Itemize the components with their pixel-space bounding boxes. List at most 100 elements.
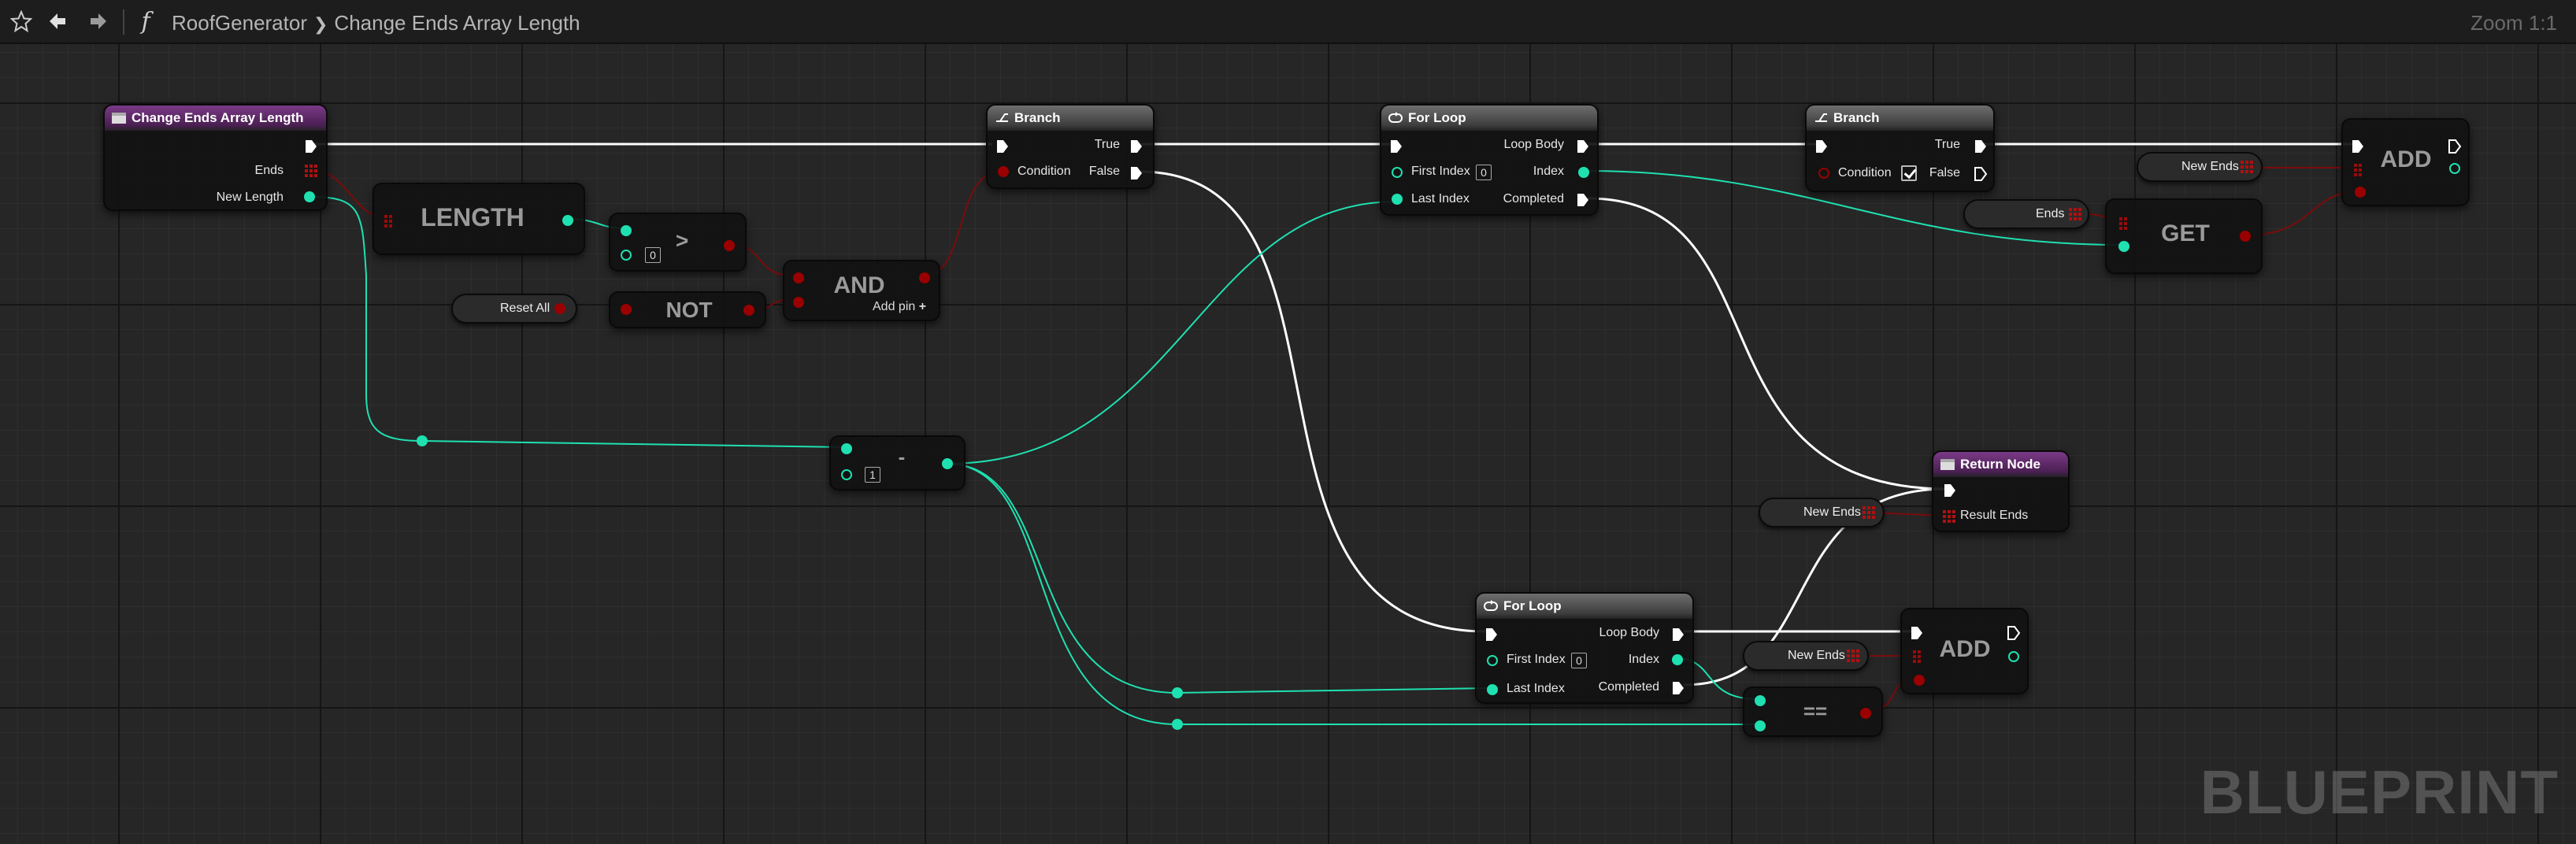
plus-icon: +	[918, 300, 927, 313]
exec-out-pin[interactable]	[1576, 139, 1590, 154]
forward-arrow-icon[interactable]	[85, 8, 112, 35]
and-node[interactable]: AND Add pin +	[783, 260, 940, 321]
array-pin[interactable]	[2241, 161, 2253, 173]
int-pin[interactable]	[840, 442, 853, 455]
exec-in-pin[interactable]	[1943, 483, 1957, 498]
array-pin[interactable]	[1863, 506, 1875, 519]
array-pin[interactable]	[1913, 674, 1926, 687]
breadcrumb-chevron-icon: ❯	[313, 14, 328, 34]
pin-label: Condition	[1838, 166, 1892, 180]
exec-out-pin[interactable]	[1974, 166, 1988, 182]
exec-in-pin[interactable]	[995, 139, 1010, 154]
add-node[interactable]: ADD	[1900, 608, 2029, 694]
bool-pin[interactable]	[743, 304, 755, 316]
node-title: >	[675, 228, 689, 253]
variable-label: New Ends	[1788, 649, 1845, 662]
new-ends-variable[interactable]: New Ends	[1759, 498, 1885, 528]
branch-node[interactable]: Branch True Condition False	[1805, 104, 1995, 192]
exec-in-pin[interactable]	[1910, 625, 1924, 641]
condition-checkbox[interactable]	[1901, 165, 1917, 181]
for-loop-node[interactable]: For Loop Loop Body First Index 0 Index L…	[1475, 592, 1694, 704]
add-node[interactable]: ADD	[2341, 118, 2470, 206]
int-pin[interactable]	[1486, 683, 1499, 696]
int-pin[interactable]	[2448, 162, 2461, 175]
first-index-field[interactable]: 0	[1476, 165, 1492, 180]
exec-in-pin[interactable]	[1814, 139, 1829, 154]
bool-pin[interactable]	[1818, 167, 1830, 180]
for-loop-node[interactable]: For Loop Loop Body First Index 0 Index L…	[1380, 104, 1599, 216]
int-pin[interactable]	[1391, 193, 1403, 205]
array-pin[interactable]	[2354, 164, 2367, 176]
bool-pin[interactable]	[792, 272, 805, 284]
reset-all-variable[interactable]: Reset All	[451, 294, 577, 324]
array-pin[interactable]	[1847, 650, 1859, 662]
int-pin[interactable]	[840, 468, 853, 481]
array-pin[interactable]	[1943, 510, 1955, 523]
exec-out-pin[interactable]	[304, 139, 318, 154]
bool-pin[interactable]	[918, 272, 931, 284]
array-pin[interactable]	[1913, 650, 1926, 663]
exec-in-pin[interactable]	[1484, 627, 1499, 642]
greater-node[interactable]: 0 >	[609, 213, 747, 272]
int-pin[interactable]	[1577, 166, 1590, 179]
bool-pin[interactable]	[723, 239, 736, 252]
length-node[interactable]: LENGTH	[373, 183, 585, 255]
int-pin[interactable]	[562, 214, 574, 227]
new-ends-variable[interactable]: New Ends	[1743, 641, 1869, 671]
array-pin[interactable]	[384, 215, 397, 228]
int-pin[interactable]	[1391, 166, 1403, 179]
exec-out-pin[interactable]	[1671, 680, 1685, 696]
loop-icon	[1484, 600, 1498, 611]
function-entry-node[interactable]: Change Ends Array Length Ends New Length	[103, 104, 328, 211]
array-pin[interactable]	[2119, 217, 2132, 230]
not-node[interactable]: NOT	[609, 291, 766, 328]
ends-variable[interactable]: Ends	[1963, 199, 2089, 229]
exec-out-pin[interactable]	[1129, 139, 1143, 154]
int-pin[interactable]	[1671, 653, 1684, 666]
pin-label: Last Index	[1411, 192, 1470, 205]
return-icon	[1940, 459, 1955, 470]
bool-pin[interactable]	[1859, 707, 1872, 720]
bool-pin[interactable]	[554, 302, 566, 315]
exec-out-pin[interactable]	[1671, 627, 1685, 642]
exec-in-pin[interactable]	[1389, 139, 1403, 154]
int-pin[interactable]	[1754, 720, 1766, 732]
branch-node[interactable]: Branch True Condition False	[986, 104, 1155, 189]
array-pin[interactable]	[2354, 186, 2367, 198]
int-pin[interactable]	[620, 249, 632, 261]
add-pin-button[interactable]: Add pin +	[873, 300, 926, 314]
int-pin[interactable]	[303, 191, 316, 203]
int-pin[interactable]	[2007, 650, 2020, 663]
int-pin[interactable]	[1754, 694, 1766, 707]
exec-out-pin[interactable]	[2448, 139, 2462, 154]
back-arrow-icon[interactable]	[44, 8, 71, 35]
exec-out-pin[interactable]	[1129, 165, 1143, 181]
int-pin[interactable]	[620, 224, 632, 237]
int-pin[interactable]	[2118, 240, 2130, 253]
equals-node[interactable]: ==	[1743, 687, 1883, 737]
bool-pin[interactable]	[620, 303, 632, 316]
exec-out-pin[interactable]	[2007, 625, 2021, 641]
breadcrumb-item-function[interactable]: Change Ends Array Length	[334, 11, 580, 35]
bool-pin[interactable]	[997, 165, 1010, 178]
return-node[interactable]: Return Node Result Ends	[1932, 450, 2070, 532]
exec-in-pin[interactable]	[2351, 139, 2365, 154]
breadcrumb-item-class[interactable]: RoofGenerator	[172, 11, 307, 35]
bool-pin[interactable]	[792, 296, 805, 309]
subtract-node[interactable]: 1 -	[829, 435, 966, 490]
exec-out-pin[interactable]	[1974, 139, 1988, 154]
int-pin[interactable]	[1486, 654, 1499, 667]
array-pin[interactable]	[305, 165, 317, 177]
exec-out-pin[interactable]	[1576, 192, 1590, 208]
first-index-field[interactable]: 0	[1571, 653, 1587, 668]
array-pin[interactable]	[2069, 208, 2081, 220]
int-pin[interactable]	[941, 457, 954, 470]
star-icon[interactable]	[8, 8, 35, 35]
default-value-field[interactable]: 0	[645, 247, 661, 263]
pin-label: New Length	[216, 191, 284, 204]
variable-label: Reset All	[500, 302, 550, 315]
array-pin[interactable]	[2239, 230, 2252, 242]
default-value-field[interactable]: 1	[865, 467, 880, 483]
get-node[interactable]: GET	[2105, 198, 2263, 274]
new-ends-variable[interactable]: New Ends	[2137, 152, 2263, 182]
